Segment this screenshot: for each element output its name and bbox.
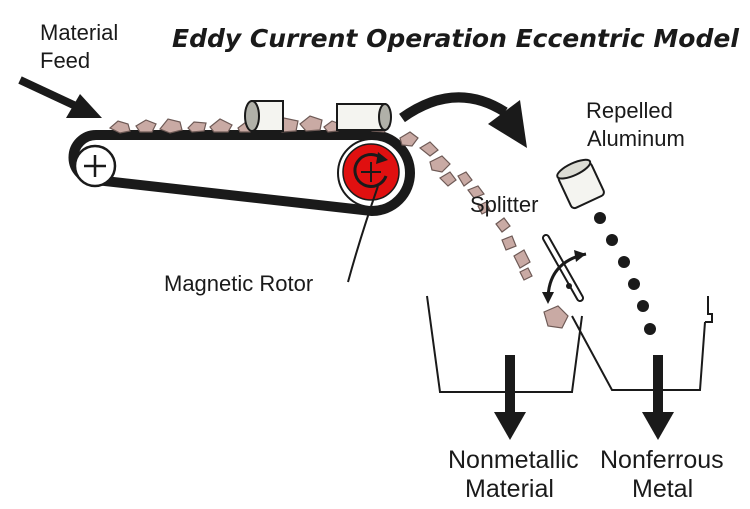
idler-pulley-icon <box>73 144 117 188</box>
nonferrous-label-line1: Nonferrous <box>600 446 724 474</box>
nonferrous-down-arrow-icon <box>642 355 674 440</box>
material-feed-label-line1: Material <box>40 20 118 45</box>
collection-bins <box>426 295 713 393</box>
nonmetallic-label-line2: Material <box>465 475 554 503</box>
nonmetallic-down-arrow-icon <box>494 355 526 440</box>
magnetic-rotor-leader-line <box>347 185 379 283</box>
conveyor-belt <box>68 130 415 216</box>
aluminum-trajectory-dots <box>594 212 656 335</box>
material-feed-label-line2: Feed <box>40 48 90 73</box>
splitter-adjust-arrow-icon <box>542 250 587 304</box>
splitter <box>542 234 584 302</box>
feed-arrow-icon <box>18 76 102 118</box>
falling-nonmetallic-debris <box>399 131 569 329</box>
splitter-label: Splitter <box>470 192 538 217</box>
repelled-aluminum-label-line1: Repelled <box>586 98 673 123</box>
aluminum-can-on-belt-1 <box>244 100 284 132</box>
aluminum-can-on-belt-2 <box>336 103 392 131</box>
magnetic-rotor-icon <box>337 138 407 208</box>
nonmetallic-label-line1: Nonmetallic <box>448 446 579 474</box>
nonferrous-label-line2: Metal <box>632 475 693 503</box>
magnetic-rotor-label: Magnetic Rotor <box>164 271 313 296</box>
repelled-aluminum-label-line2: Aluminum <box>587 126 685 151</box>
repelled-aluminum-can <box>556 158 605 210</box>
trajectory-arrow-icon <box>399 92 527 148</box>
diagram-title: Eddy Current Operation Eccentric Model <box>172 24 739 53</box>
